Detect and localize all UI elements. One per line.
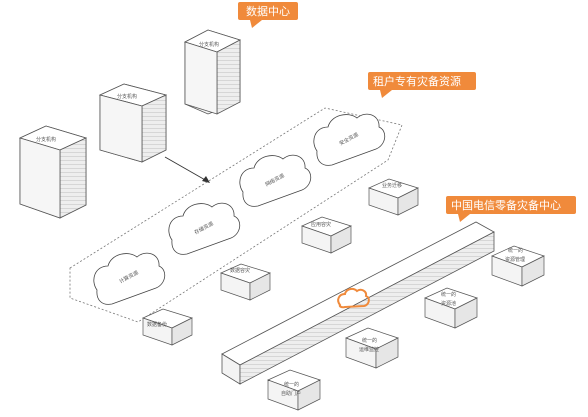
unified-ops-line2: 运维监控 xyxy=(359,346,379,353)
cloud-compute: 计算资源 xyxy=(93,252,166,305)
module-data-backup: 数据备份 xyxy=(142,308,193,346)
server-top-label: 分支机构 xyxy=(199,41,219,48)
unified-mgmt-line2: 资源管理 xyxy=(505,256,525,263)
module-app-disaster-recovery: 应用容灾 xyxy=(301,216,352,254)
server-branch-small: 分支机构 xyxy=(18,125,88,219)
callout-telecom-dr-center: 中国电信零备灾备中心 xyxy=(446,196,576,222)
module-unified-ops-monitoring: 统一的 运维监控 xyxy=(345,327,399,369)
unified-ops-line1: 统一的 xyxy=(362,337,377,344)
cloud-icon xyxy=(337,287,370,309)
server-small-label: 分支机构 xyxy=(36,136,56,143)
callout-tenant-text: 租户专有灾备资源 xyxy=(373,74,461,88)
callout-data-center: 数据中心 xyxy=(238,2,298,28)
module-migration-label: 业务迁移 xyxy=(382,182,402,189)
unified-portal-line1: 统一的 xyxy=(284,381,299,388)
server-data-center: 分支机构 xyxy=(183,29,242,115)
unified-pool-line2: 资源池 xyxy=(441,300,456,307)
module-data-disaster-recovery: 数据容灾 xyxy=(220,263,271,301)
server-branch-mid: 分支机构 xyxy=(98,83,168,163)
unified-mgmt-line1: 统一的 xyxy=(508,247,523,254)
cloud-security: 安全资源 xyxy=(313,113,386,166)
arrow-right-icon xyxy=(164,156,210,183)
module-app-dr-label: 应用容灾 xyxy=(311,221,331,228)
module-unified-resource-management: 统一的 资源管理 xyxy=(491,245,545,287)
cloud-storage: 存储资源 xyxy=(168,202,241,255)
callout-tenant-resources: 租户专有灾备资源 xyxy=(368,72,476,98)
unified-portal-line2: 自助门户 xyxy=(281,390,301,397)
callout-telecom-text: 中国电信零备灾备中心 xyxy=(451,198,561,212)
cloud-network: 网络资源 xyxy=(239,154,312,207)
callout-data-center-text: 数据中心 xyxy=(246,4,290,18)
module-data-backup-label: 数据备份 xyxy=(147,321,167,328)
module-unified-portal: 统一的 自助门户 xyxy=(267,369,321,411)
module-data-dr-label: 数据容灾 xyxy=(230,267,250,274)
module-business-migration: 业务迁移 xyxy=(368,178,419,216)
tenant-resource-region xyxy=(69,107,403,323)
unified-pool-line1: 统一的 xyxy=(441,291,456,298)
server-mid-label: 分支机构 xyxy=(117,93,137,100)
dr-center-backbone xyxy=(221,221,495,385)
module-unified-resource-pool: 统一的 资源池 xyxy=(424,287,478,329)
